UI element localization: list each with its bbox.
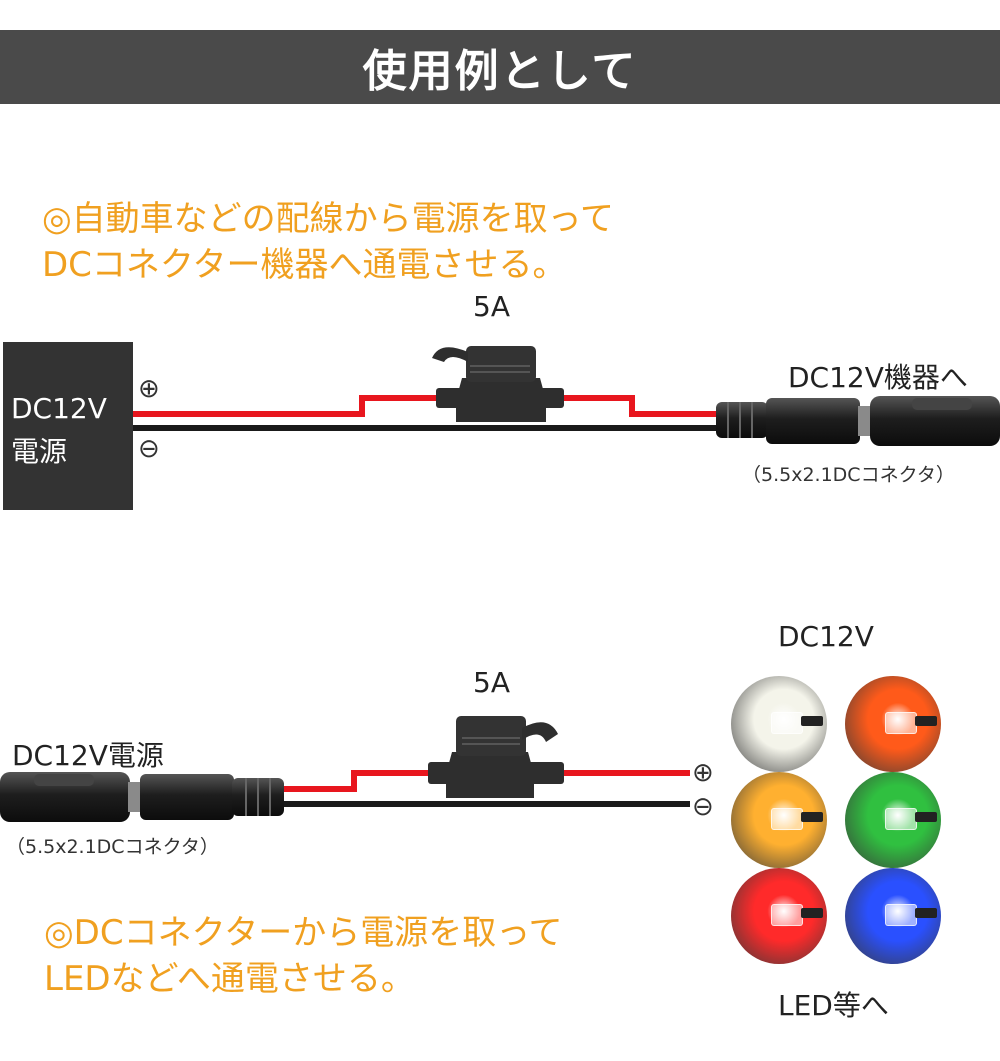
led-circle-4 (845, 772, 941, 868)
section1-connector-label: （5.5x2.1DCコネクタ） (742, 464, 955, 486)
led-bulb-icon (885, 712, 917, 734)
section1-fuse (432, 346, 564, 422)
section2-minus-icon: ⊖ (692, 792, 714, 822)
section2-caption-line1: ◎DCコネクターから電源を取って (44, 913, 563, 953)
header-bar: 使用例として (0, 30, 1000, 104)
section2-fuse (428, 716, 564, 798)
section1-source-line2: 電源 (11, 435, 68, 468)
section1-plus-icon: ⊕ (138, 374, 160, 404)
led-lead-icon (915, 716, 937, 726)
led-bulb-icon (771, 904, 803, 926)
section1-caption-line1: ◎自動車などの配線から電源を取って (42, 199, 614, 239)
section1-dc-plug (716, 396, 1000, 446)
section2-dc-plug (0, 772, 284, 822)
led-lead-icon (801, 908, 823, 918)
led-lead-icon (801, 716, 823, 726)
led-circle-2 (845, 676, 941, 772)
section1-caption-line2: DCコネクター機器へ通電させる。 (42, 245, 567, 285)
section1-fuse-label: 5A (473, 290, 510, 323)
section2-caption-line2: LEDなどへ通電させる。 (44, 959, 415, 999)
section1-red-wire (133, 395, 730, 417)
section2-connector-label: （5.5x2.1DCコネクタ） (6, 836, 219, 858)
led-bulb-icon (885, 904, 917, 926)
led-circle-6 (845, 868, 941, 964)
section2-voltage-label: DC12V (778, 620, 874, 653)
led-lead-icon (915, 812, 937, 822)
led-bulb-icon (771, 712, 803, 734)
led-lead-icon (915, 908, 937, 918)
section2-plus-icon: ⊕ (692, 758, 714, 788)
led-bulb-icon (885, 808, 917, 830)
section2-fuse-label: 5A (473, 666, 510, 699)
section1-power-source-box: DC12V 電源 (3, 342, 133, 510)
led-circle-5 (731, 868, 827, 964)
section1-source-line1: DC12V (11, 392, 107, 425)
section1-device-label: DC12V機器へ (788, 361, 968, 394)
section1-minus-icon: ⊖ (138, 434, 160, 464)
led-circle-1 (731, 676, 827, 772)
led-bulb-icon (771, 808, 803, 830)
section2-led-label: LED等へ (778, 989, 889, 1022)
led-lead-icon (801, 812, 823, 822)
section2-source-label: DC12V電源 (12, 739, 164, 772)
led-circle-3 (731, 772, 827, 868)
page-title: 使用例として (362, 46, 638, 97)
